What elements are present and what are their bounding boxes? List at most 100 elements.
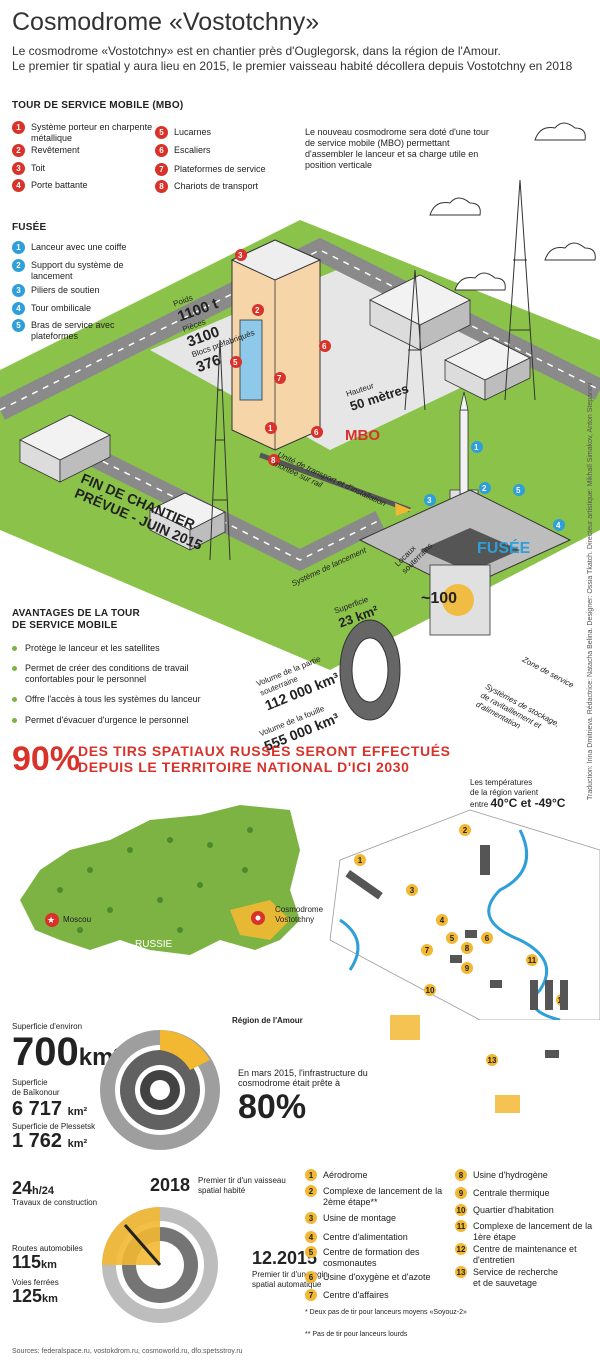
temps-entre: entre xyxy=(470,800,489,809)
legend-label: Système porteur en charpente métallique xyxy=(31,122,153,143)
underground-pipe xyxy=(339,619,401,721)
sources: Sources: federalspace.ru, vostokdrom.ru,… xyxy=(12,1348,243,1355)
facility-marker-number: 8 xyxy=(465,944,470,953)
hours-value: 24 xyxy=(12,1178,33,1198)
mbo-legend-item: 1 Système porteur en charpente métallique xyxy=(12,121,162,144)
facility-number: 8 xyxy=(455,1169,467,1181)
facility-item: 5 Centre de formation des cosmonautes xyxy=(305,1246,455,1269)
area-value: 700 xyxy=(12,1030,79,1074)
svg-text:5: 5 xyxy=(516,486,521,495)
facility-label: Complexe de lancement de la 2ème étape** xyxy=(323,1186,443,1207)
moscou-marker: ★ xyxy=(45,913,59,927)
fusee-legend-heading: FUSÉE xyxy=(12,222,47,233)
facility-number: 12 xyxy=(455,1243,467,1255)
facility-number: 10 xyxy=(455,1204,467,1216)
facility-label: Usine d'oxygène et d'azote xyxy=(323,1272,431,1282)
facility-label: Centrale thermique xyxy=(473,1188,550,1198)
facility-number: 11 xyxy=(455,1220,467,1232)
facility-marker xyxy=(446,932,458,944)
routes-value: 115 xyxy=(12,1252,42,1272)
facility-marker-number: 10 xyxy=(426,986,435,995)
facility-marker-number: 4 xyxy=(440,916,445,925)
baikonour-label: Superficie de Baïkonour xyxy=(12,1078,60,1097)
legend-number: 3 xyxy=(12,284,25,297)
facility-marker xyxy=(436,914,448,926)
map-trees xyxy=(57,827,253,933)
facility-marker-number: 13 xyxy=(488,1056,497,1065)
facility-number: 1 xyxy=(305,1169,317,1181)
date-2015-label: Premier tir d'un engin spatial automatiq… xyxy=(252,1270,328,1289)
legend-number: 8 xyxy=(155,180,168,193)
fusee-legend-item: 4 Tour ombilicale xyxy=(12,302,152,315)
legend-number: 6 xyxy=(155,144,168,157)
legend-label: Revêtement xyxy=(31,145,80,155)
legend-label: Support du système de lancement xyxy=(31,260,124,281)
facility-number: 4 xyxy=(305,1231,317,1243)
stat-90-value: 90% xyxy=(12,740,81,778)
facility-marker-number: 2 xyxy=(463,826,468,835)
plessetsk-block: 1 762 km² xyxy=(12,1130,87,1153)
facility-item: 3 Usine de montage xyxy=(305,1212,455,1224)
svg-text:4: 4 xyxy=(556,521,561,530)
year-2018: 2018 xyxy=(150,1175,191,1195)
svg-text:★: ★ xyxy=(47,915,55,925)
facility-label: Usine de montage xyxy=(323,1213,397,1223)
legend-number: 5 xyxy=(12,319,25,332)
launch-site-illustration: 3 2 5 7 6 1 6 8 1 2 3 5 4 xyxy=(0,122,600,721)
legend-number: 4 xyxy=(12,302,25,315)
page-title: Cosmodrome «Vostotchny» xyxy=(12,8,320,36)
hours-label: Travaux de construction xyxy=(12,1198,98,1207)
map-russie: RUSSIE xyxy=(135,939,173,950)
temps-range: 40°C et -49°C xyxy=(490,796,566,810)
legend-number: 1 xyxy=(12,121,25,134)
facility-marker-number: 9 xyxy=(465,964,470,973)
svg-text:5: 5 xyxy=(233,358,238,367)
cosmodrome-marker xyxy=(251,911,265,925)
mbo-tag: MBO xyxy=(345,427,380,444)
svg-text:1: 1 xyxy=(474,443,479,452)
facility-number: 3 xyxy=(305,1212,317,1224)
avantage-item: Protège le lanceur et les satellites xyxy=(12,643,232,654)
avantage-text: Offre l'accès à tous les systèmes du lan… xyxy=(25,694,201,704)
voies-block: 125km xyxy=(12,1286,58,1307)
svg-text:2: 2 xyxy=(255,306,260,315)
building-top-right xyxy=(369,274,471,351)
avantage-item: Permet de créer des conditions de travai… xyxy=(12,663,232,685)
svg-text:2: 2 xyxy=(482,484,487,493)
temps-line-2: de la région varient xyxy=(470,788,539,797)
facility-marker xyxy=(406,884,418,896)
hours-unit: h/24 xyxy=(32,1185,55,1197)
svg-text:3: 3 xyxy=(238,251,243,260)
facility-plan-markers: 12345678910111213 xyxy=(345,824,568,1113)
russia-map: ★ xyxy=(20,805,600,1020)
facility-label: Centre d'alimentation xyxy=(323,1232,408,1242)
legend-label: Plateformes de service xyxy=(174,164,266,174)
scene-markers: 3 2 5 7 6 1 6 8 1 2 3 5 4 xyxy=(230,249,565,531)
avantages-heading: AVANTAGES DE LA TOUR DE SERVICE MOBILE xyxy=(12,608,140,631)
svg-text:6: 6 xyxy=(322,342,327,351)
svg-text:8: 8 xyxy=(271,456,276,465)
avantage-text: Permet de créer des conditions de travai… xyxy=(25,663,189,684)
legend-label: Tour ombilicale xyxy=(31,303,92,313)
map-region: Région de l'Amour xyxy=(232,1016,303,1025)
credits: Traduction: Irina Dmitrieva. Rédactrice:… xyxy=(587,382,594,800)
facility-marker-number: 1 xyxy=(358,856,363,865)
launch-pit xyxy=(358,489,572,636)
facility-marker xyxy=(424,984,436,996)
facility-number: 2 xyxy=(305,1185,317,1197)
intro-text: Le cosmodrome «Vostotchny» est en chanti… xyxy=(12,44,592,74)
avantage-item: Permet d'évacuer d'urgence le personnel xyxy=(12,715,232,726)
facility-number: 5 xyxy=(305,1246,317,1258)
facility-buildings xyxy=(345,845,568,1113)
facility-label: Centre de formation des cosmonautes xyxy=(323,1247,420,1268)
